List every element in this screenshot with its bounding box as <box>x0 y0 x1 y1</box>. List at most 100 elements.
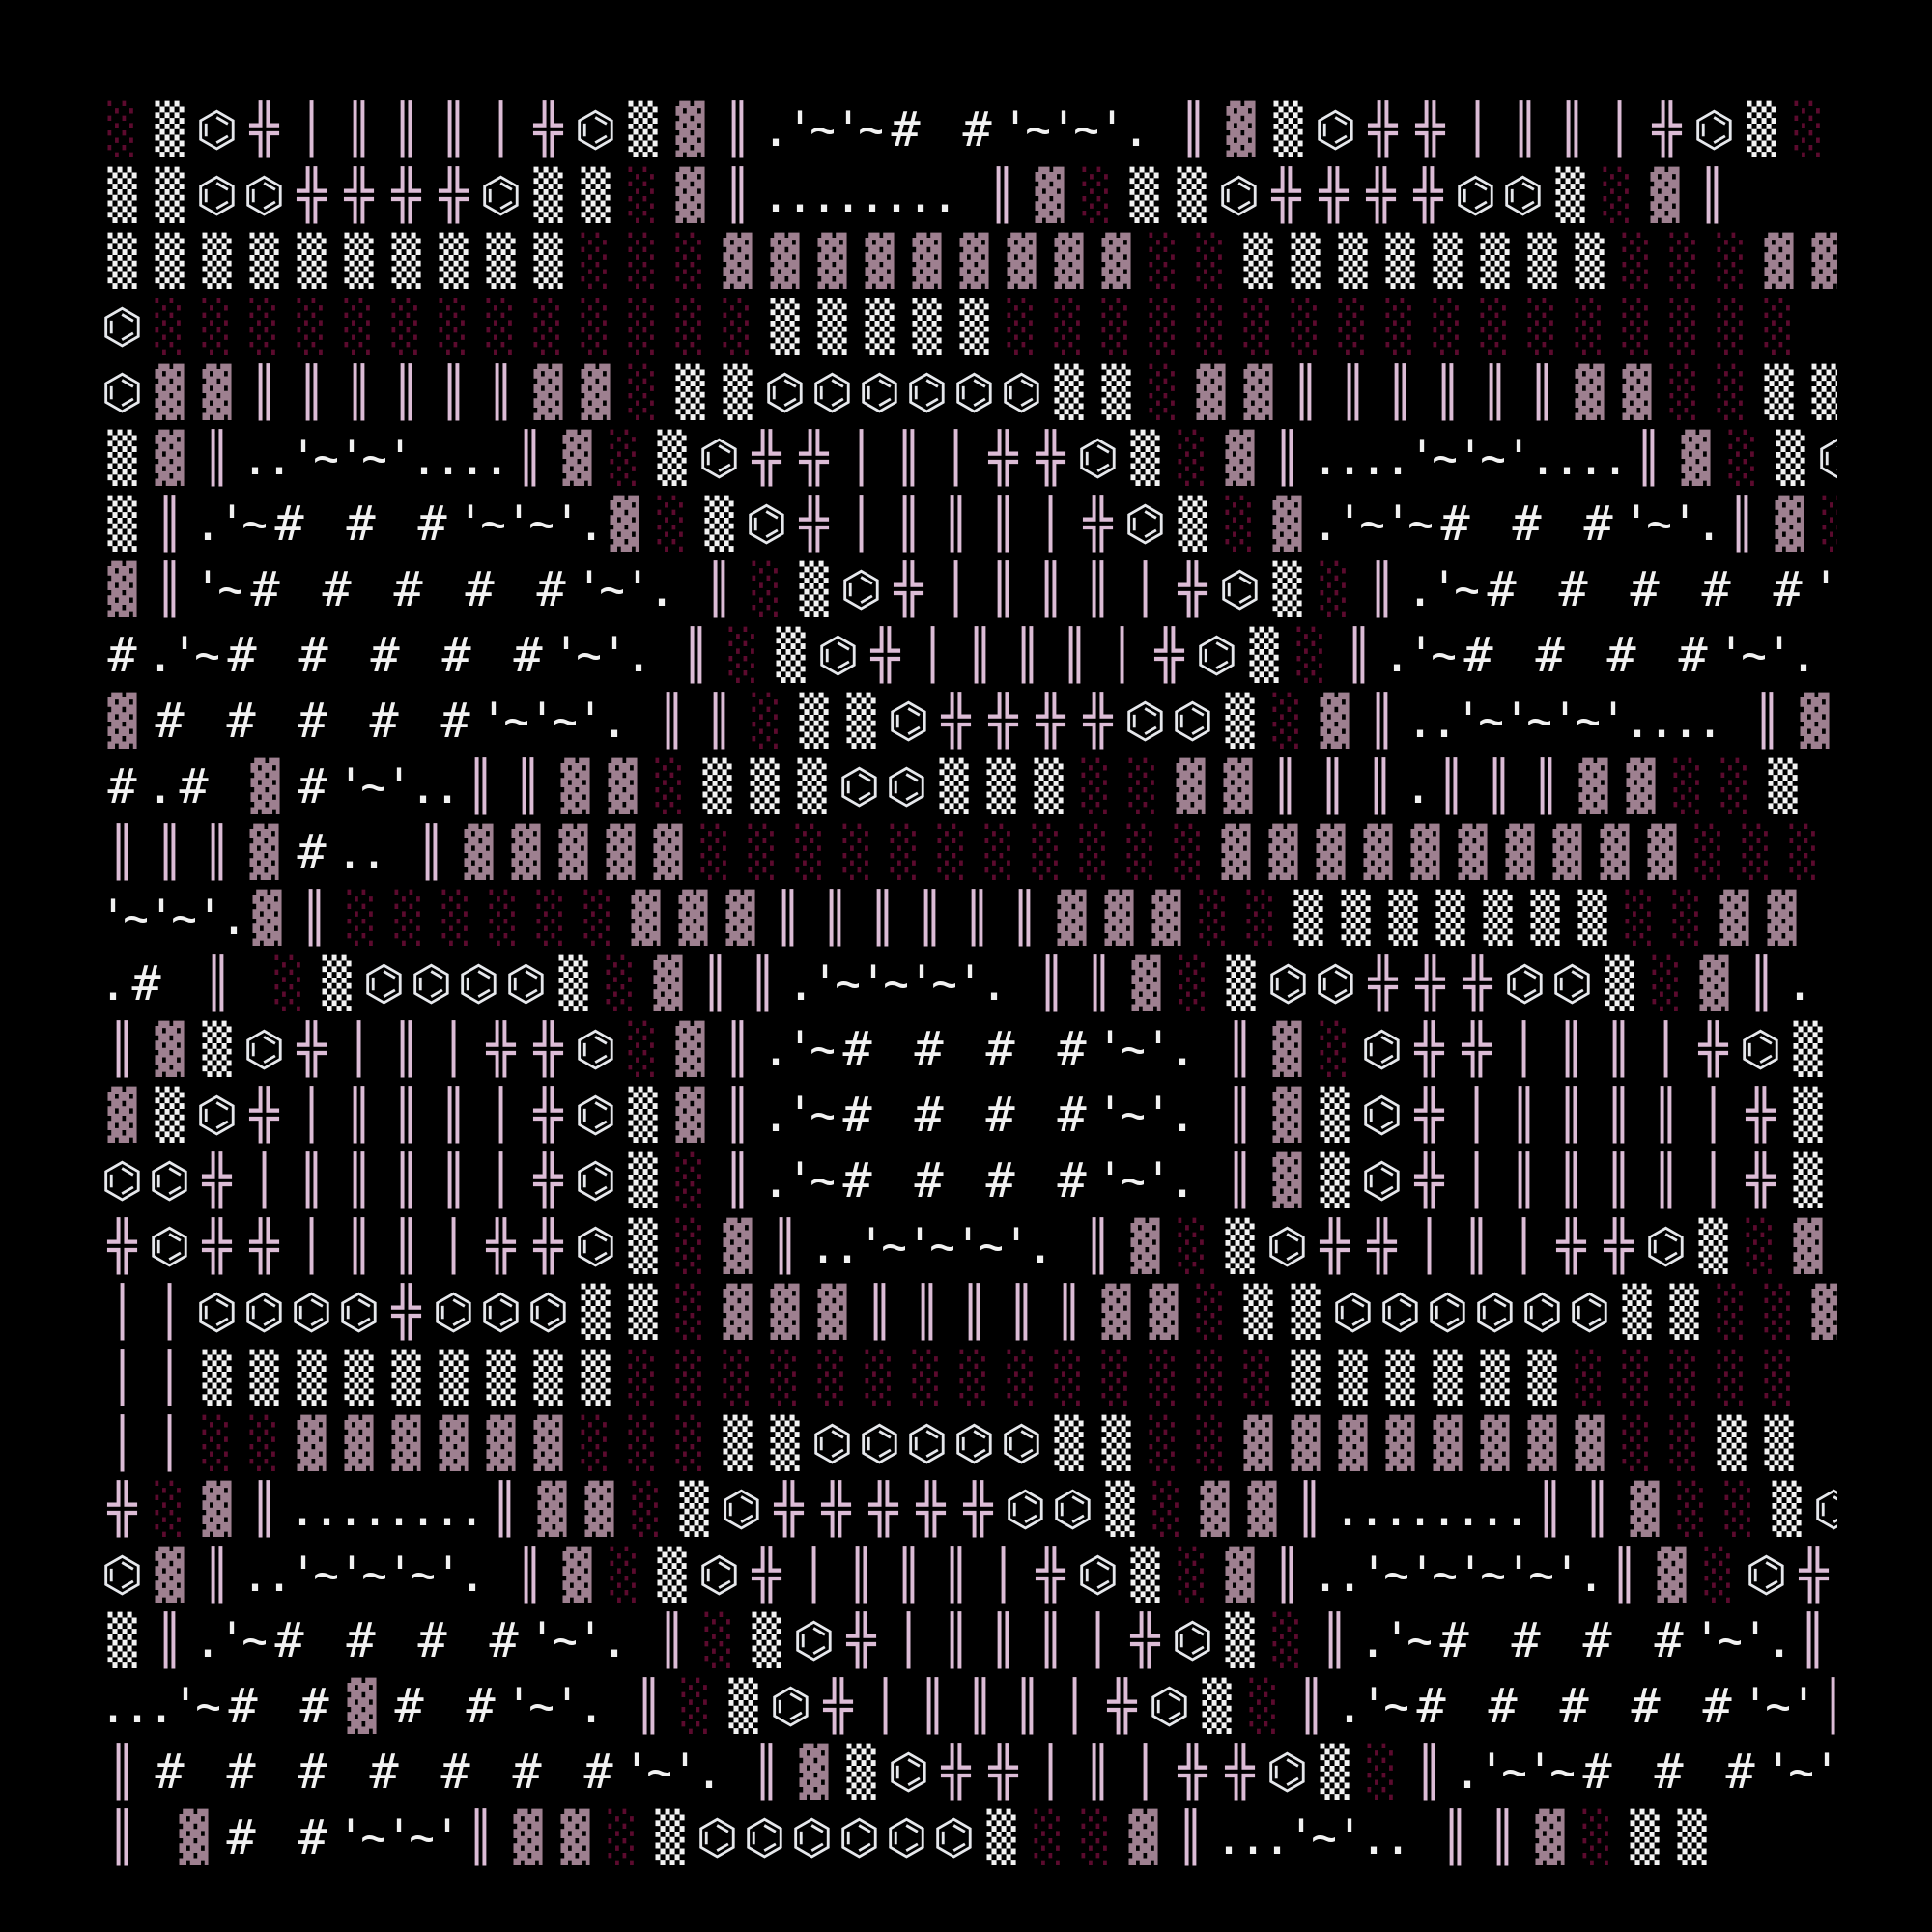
art-row: ││▒▒▒▒▒▒▒▒▒░░░░░░░░░░░░░░▒▒▒▒▒▒░░░░░ <box>99 1345 1837 1410</box>
punctuation-glyph: ~ <box>810 1087 834 1143</box>
punctuation-glyph: ' <box>785 1148 810 1213</box>
box-line-glyph: ║ <box>1009 890 1039 946</box>
punctuation-glyph: . <box>1765 1607 1789 1673</box>
box-line-glyph: │ <box>344 1021 374 1077</box>
dark-shade-block: ▓ <box>107 561 137 617</box>
punctuation-glyph: ' <box>1622 491 1646 556</box>
benzene-ring-glyph: ⌬ <box>148 1218 191 1274</box>
medium-shade-block: ▒ <box>1293 890 1323 946</box>
box-line-glyph: ║ <box>107 1809 137 1865</box>
light-shade-block: ░ <box>1720 758 1750 814</box>
box-line-glyph: │ <box>155 1415 185 1471</box>
box-line-glyph: ║ <box>466 758 496 814</box>
medium-shade-block: ▒ <box>344 1350 374 1406</box>
light-shade-block: ░ <box>1742 824 1772 880</box>
punctuation-glyph: ~ <box>1120 1087 1144 1143</box>
punctuation-glyph: . <box>146 622 170 688</box>
benzene-ring-glyph: ⌬ <box>195 101 239 157</box>
punctuation-glyph <box>266 622 290 688</box>
box-line-glyph: ║ <box>915 890 945 946</box>
dark-shade-block: ▓ <box>533 364 563 420</box>
light-shade-block: ░ <box>606 955 636 1011</box>
light-shade-block: ░ <box>1822 496 1837 552</box>
punctuation-glyph: . <box>1335 425 1359 491</box>
box-line-glyph: ╬ <box>988 430 1018 486</box>
hash-glyph: # <box>417 496 447 552</box>
punctuation-glyph: ' <box>337 425 361 491</box>
benzene-ring-glyph: ⌬ <box>337 1284 381 1340</box>
punctuation-glyph: . <box>809 1213 833 1279</box>
medium-shade-block: ▒ <box>1768 758 1798 814</box>
punctuation-glyph: ' <box>623 556 647 622</box>
box-line-glyph: ║ <box>1440 1809 1470 1865</box>
medium-shade-block: ▒ <box>322 955 352 1011</box>
light-shade-block: ░ <box>347 890 377 946</box>
box-line-glyph: ║ <box>1727 496 1757 552</box>
box-line-glyph: ║ <box>1012 627 1042 683</box>
dark-shade-block: ▓ <box>107 693 137 749</box>
box-line-glyph: ║ <box>1484 758 1514 814</box>
dark-shade-block: ▓ <box>1800 693 1830 749</box>
medium-shade-block: ▒ <box>628 1087 658 1143</box>
light-shade-block: ░ <box>1079 824 1109 880</box>
box-line-glyph: ║ <box>723 1152 753 1208</box>
benzene-ring-glyph: ⌬ <box>1501 167 1545 223</box>
benzene-ring-glyph: ⌬ <box>1171 1612 1214 1668</box>
punctuation-glyph: ' <box>785 1082 810 1148</box>
box-line-glyph: ╬ <box>1604 1218 1634 1274</box>
box-line-glyph: ╬ <box>1368 101 1398 157</box>
punctuation-glyph: . <box>858 162 882 228</box>
punctuation-glyph: . <box>906 162 930 228</box>
punctuation-glyph: ~ <box>1383 1547 1407 1603</box>
box-line-glyph: ║ <box>1083 561 1113 617</box>
box-line-glyph: ║ <box>297 1152 327 1208</box>
box-line-glyph: ║ <box>1604 1087 1634 1143</box>
medium-shade-block: ▒ <box>1130 1547 1160 1603</box>
punctuation-glyph: ~ <box>1359 496 1383 552</box>
punctuation-glyph: . <box>1552 425 1577 491</box>
punctuation-glyph: ' <box>905 1213 929 1279</box>
punctuation-glyph: . <box>647 556 671 622</box>
light-shade-block: ░ <box>795 824 825 880</box>
punctuation-glyph <box>1050 1213 1074 1279</box>
dark-shade-block: ▓ <box>1527 1415 1557 1471</box>
dark-shade-block: ▓ <box>1272 1087 1302 1143</box>
punctuation-glyph: ' <box>834 97 858 162</box>
punctuation-glyph: ~ <box>883 955 907 1011</box>
benzene-ring-glyph: ⌬ <box>479 1284 523 1340</box>
box-line-glyph: ╬ <box>868 1481 898 1537</box>
punctuation-glyph: ~ <box>313 430 337 486</box>
medium-shade-block: ▒ <box>799 561 829 617</box>
punctuation-glyph: . <box>241 1542 265 1607</box>
medium-shade-block: ▒ <box>1291 1350 1321 1406</box>
light-shade-block: ░ <box>632 1481 662 1537</box>
light-shade-block: ░ <box>1291 298 1321 355</box>
dark-shade-block: ▓ <box>723 1284 753 1340</box>
light-shade-block: ░ <box>1272 693 1302 749</box>
hash-glyph: # <box>1057 1087 1087 1143</box>
medium-shade-block: ▒ <box>797 758 827 814</box>
punctuation-glyph: ~ <box>171 890 195 946</box>
light-shade-block: ░ <box>202 1415 232 1471</box>
medium-shade-block: ▒ <box>1243 1284 1273 1340</box>
punctuation-glyph: ~ <box>1501 1744 1525 1800</box>
box-line-glyph: │ <box>107 1415 137 1471</box>
box-line-glyph: ║ <box>1582 1481 1612 1537</box>
punctuation-glyph <box>480 622 504 688</box>
dark-shade-block: ▓ <box>1575 1415 1605 1471</box>
punctuation-glyph: ~ <box>1454 561 1478 617</box>
medium-shade-block: ▒ <box>1130 430 1160 486</box>
benzene-ring-glyph: ⌬ <box>1644 1218 1688 1274</box>
benzene-ring-glyph: ⌬ <box>1000 1415 1043 1471</box>
hash-glyph: # <box>1463 627 1493 683</box>
benzene-ring-glyph: ⌬ <box>1812 1481 1837 1537</box>
art-row: ⌬▓║..'~'~'~'. ║▓░▒⌬╬│║║║│╬⌬▒░▓║..'~'~'~'… <box>99 1542 1837 1607</box>
hash-glyph: # <box>440 1744 470 1800</box>
light-shade-block: ░ <box>610 1547 639 1603</box>
box-line-glyph: │ <box>107 1284 137 1340</box>
punctuation-glyph: . <box>99 1673 123 1739</box>
benzene-ring-glyph: ⌬ <box>1568 1284 1611 1340</box>
hash-glyph: # <box>299 1678 329 1734</box>
punctuation-glyph: . <box>457 1476 481 1542</box>
light-shade-block: ░ <box>1196 1284 1226 1340</box>
